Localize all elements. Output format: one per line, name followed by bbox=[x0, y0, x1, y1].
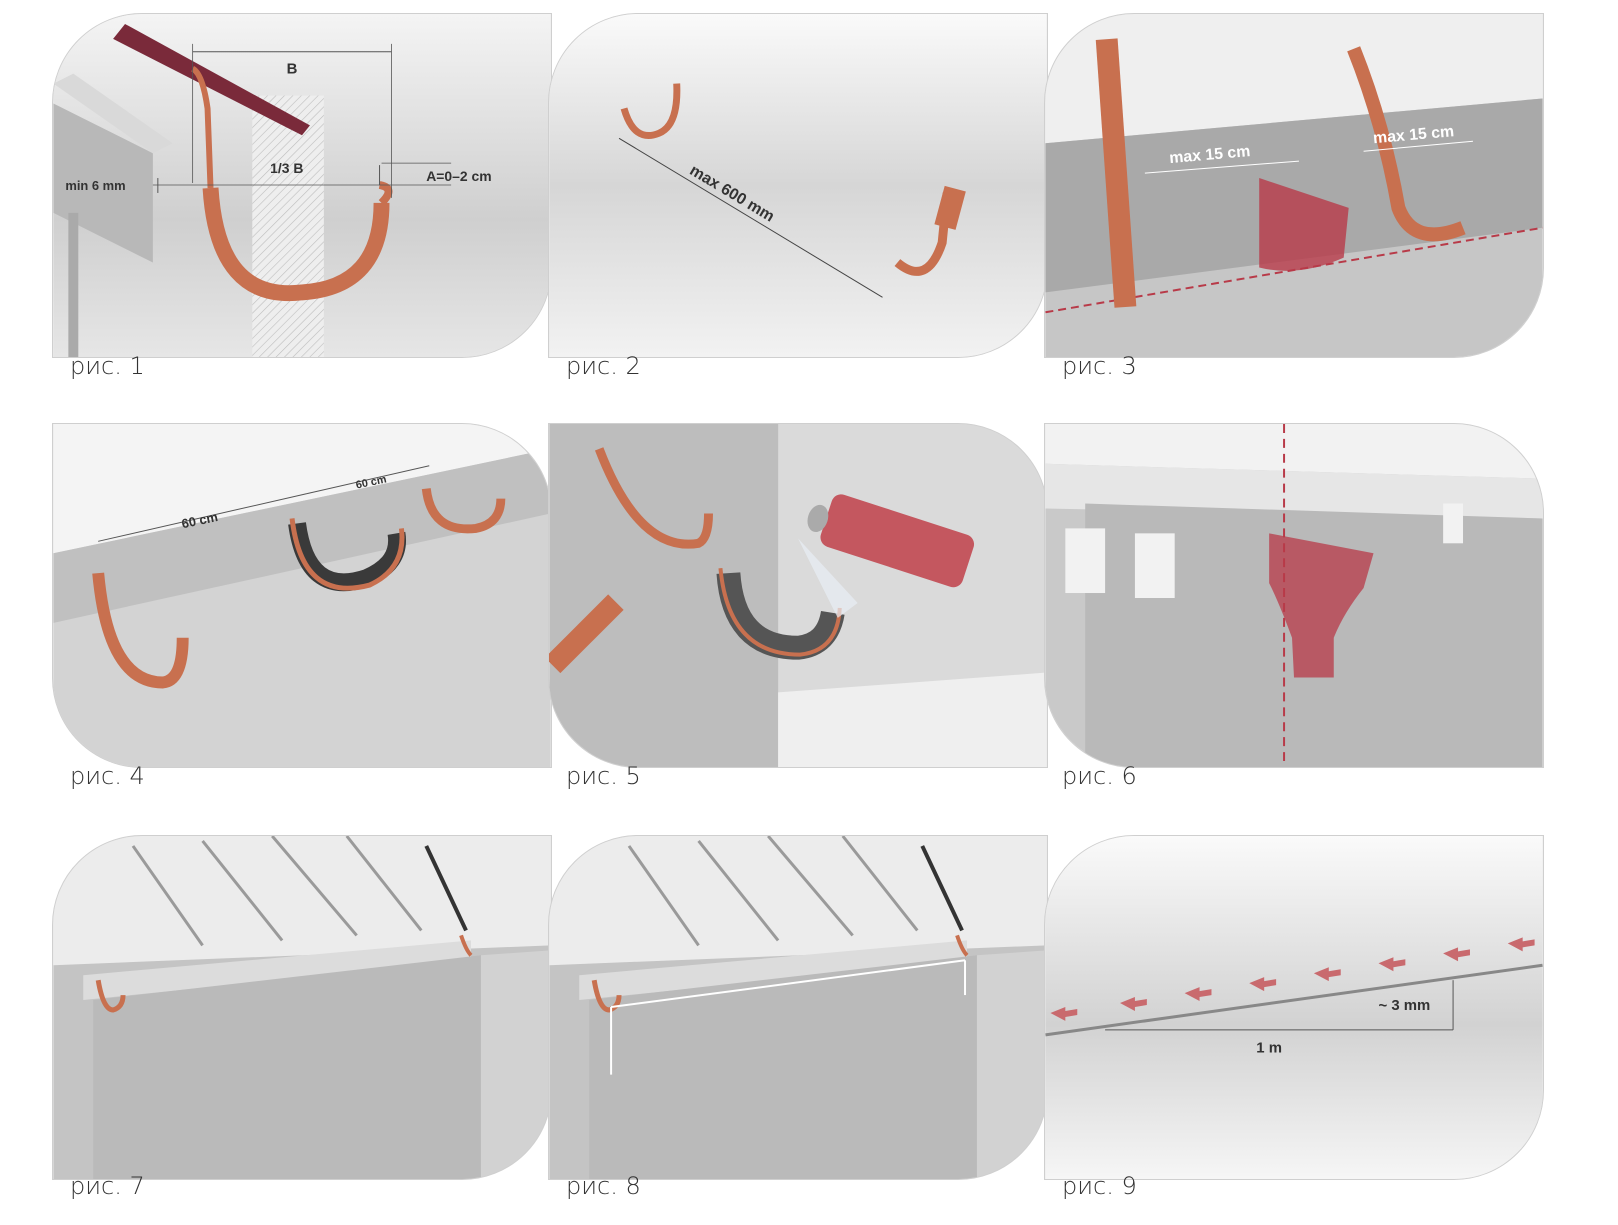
gutter-outlet bbox=[1269, 533, 1374, 678]
panel-3: max 15 cm max 15 cm bbox=[1044, 13, 1544, 358]
flow-arrows bbox=[1050, 937, 1535, 1021]
hook-slope-diagram: max 600 mm bbox=[549, 14, 1047, 357]
end-hook-right bbox=[459, 934, 473, 957]
roof bbox=[549, 836, 1047, 966]
wall-section bbox=[252, 95, 324, 357]
caption-3: рис. 3 bbox=[1062, 352, 1137, 380]
label-60-cm-1: 60 cm bbox=[180, 509, 219, 531]
gutter-slope-diagram: ~ 3 mm 1 m bbox=[1045, 836, 1543, 1179]
end-hook-left bbox=[95, 979, 126, 1013]
panel-1: B 1/3 B A=0–2 cm min 6 mm bbox=[52, 13, 552, 358]
gutter-end-cap bbox=[1259, 178, 1349, 271]
label-min: min 6 mm bbox=[65, 178, 125, 193]
caption-7: рис. 7 bbox=[70, 1172, 145, 1200]
end-hook-left bbox=[591, 979, 622, 1013]
gutter-connector bbox=[716, 572, 845, 660]
label-length: 1 m bbox=[1256, 1041, 1282, 1057]
label-b: B bbox=[287, 62, 298, 78]
hook-spacing-diagram: 60 cm 60 cm bbox=[53, 424, 551, 767]
label-third-b: 1/3 B bbox=[270, 160, 303, 176]
panel-7 bbox=[52, 835, 552, 1180]
hook-line-diagram-b bbox=[549, 836, 1047, 1179]
hook-left bbox=[1095, 38, 1137, 308]
roof-overhang bbox=[1045, 463, 1543, 519]
gutter-piece bbox=[549, 594, 624, 674]
outlet-placement-diagram bbox=[1045, 424, 1543, 767]
caption-9: рис. 9 bbox=[1062, 1172, 1137, 1200]
caption-2: рис. 2 bbox=[566, 352, 641, 380]
panel-8 bbox=[548, 835, 1048, 1180]
hook-right bbox=[1347, 46, 1466, 242]
hook-upper bbox=[620, 83, 681, 139]
gutter-hook bbox=[202, 187, 390, 302]
gutter-hook-placement-diagram: B 1/3 B A=0–2 cm min 6 mm bbox=[53, 14, 551, 357]
roof-edge bbox=[113, 23, 310, 136]
caption-4: рис. 4 bbox=[70, 762, 145, 790]
label-a: A=0–2 cm bbox=[426, 168, 491, 184]
caption-1: рис. 1 bbox=[70, 352, 145, 380]
hook bbox=[594, 447, 713, 549]
hook-1 bbox=[92, 572, 189, 689]
caption-5: рис. 5 bbox=[566, 762, 641, 790]
hook-lower bbox=[894, 192, 952, 276]
hook-2 bbox=[289, 518, 405, 591]
string-line bbox=[610, 959, 966, 1008]
panel-6 bbox=[1044, 423, 1544, 768]
wall bbox=[589, 955, 977, 1179]
label-drop: ~ 3 mm bbox=[1379, 998, 1431, 1014]
end-hook-right bbox=[955, 934, 969, 957]
panel-5 bbox=[548, 423, 1048, 768]
spray-can bbox=[820, 494, 975, 588]
caption-8: рис. 8 bbox=[566, 1172, 641, 1200]
panel-9: ~ 3 mm 1 m bbox=[1044, 835, 1544, 1180]
panel-4: 60 cm 60 cm bbox=[52, 423, 552, 768]
wall bbox=[93, 955, 481, 1179]
panel-2: max 600 mm bbox=[548, 13, 1048, 358]
fascia-board bbox=[53, 103, 153, 263]
roof bbox=[53, 836, 551, 966]
hook-3 bbox=[421, 487, 506, 534]
end-distance-diagram: max 15 cm max 15 cm bbox=[1045, 14, 1543, 357]
caption-6: рис. 6 bbox=[1062, 762, 1137, 790]
sealant-spray-diagram bbox=[549, 424, 1047, 767]
gutter-line bbox=[1045, 963, 1543, 1037]
hook-line-diagram-a bbox=[53, 836, 551, 1179]
